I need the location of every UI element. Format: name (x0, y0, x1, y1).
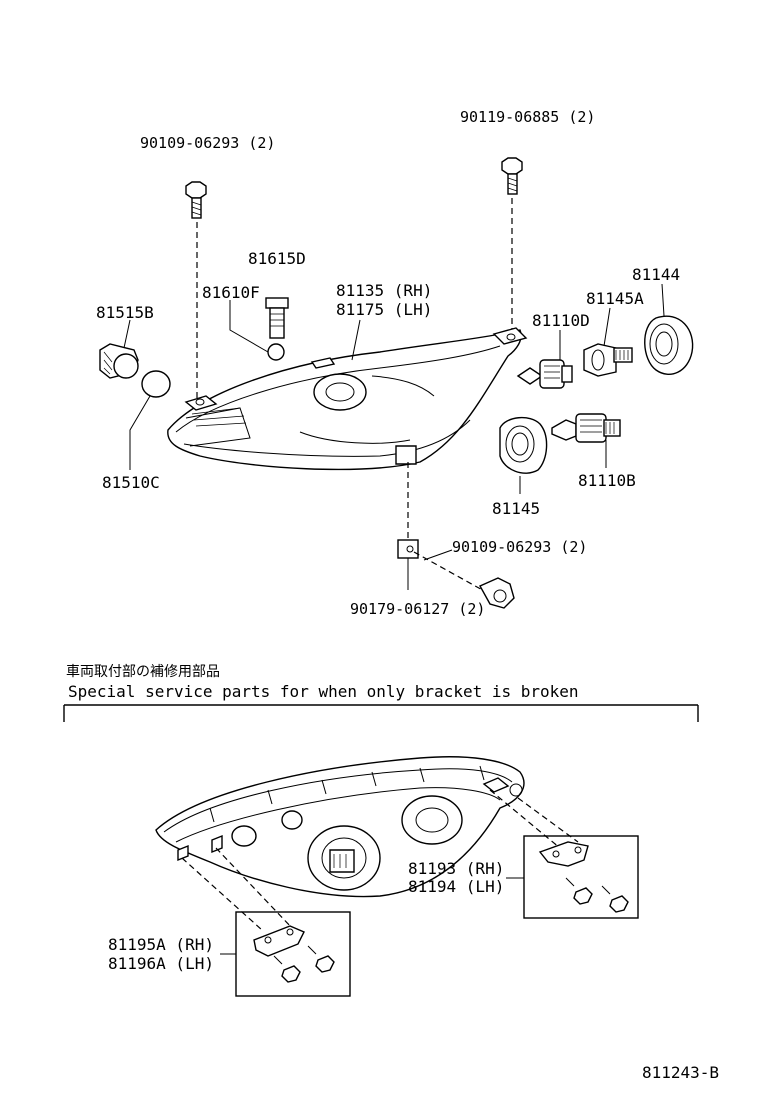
label-90109-06293-top: 90109-06293 (2) (140, 134, 275, 152)
label-81144: 81144 (632, 265, 680, 284)
bracket-box-81195a (235, 911, 351, 997)
label-90109-06293-bottom: 90109-06293 (2) (452, 538, 587, 556)
figure-code: 811243-B (642, 1063, 719, 1082)
bulb-81110b (551, 413, 621, 443)
screw-right-2 (601, 885, 629, 913)
socket-81145a (583, 343, 633, 377)
headlamp-housing (167, 327, 528, 471)
bulb-81615d (267, 343, 285, 361)
bolt-90109-top-left (185, 181, 207, 398)
bolt-90109-bottom (479, 577, 515, 609)
label-81610f: 81610F (202, 283, 260, 302)
socket-81515b (99, 343, 139, 379)
bulb-81510c (141, 370, 171, 398)
label-81175-lh: 81175 (LH) (336, 300, 432, 319)
label-81196a-lh: 81196A (LH) (108, 954, 214, 973)
label-81194-lh: 81194 (LH) (408, 877, 504, 896)
label-81135-rh: 81135 (RH) (336, 281, 432, 300)
socket-81610f (265, 297, 289, 339)
cap-81144 (644, 315, 694, 375)
label-81110b: 81110B (578, 471, 636, 490)
clip-nut-90179 (397, 539, 419, 590)
screw-left-2 (307, 945, 335, 973)
bulb-81110d (516, 359, 573, 389)
label-81195a-rh: 81195A (RH) (108, 935, 214, 954)
section-note-japanese: 車両取付部の補修用部品 (66, 663, 220, 680)
screw-right-1 (565, 877, 593, 905)
cap-81145 (499, 417, 548, 474)
bolt-90119-top-right (501, 157, 523, 330)
label-81145: 81145 (492, 499, 540, 518)
label-81510c: 81510C (102, 473, 160, 492)
section-bracket-line (63, 704, 699, 722)
label-81615d: 81615D (248, 249, 306, 268)
section-note-english: Special service parts for when only brac… (68, 682, 579, 701)
headlamp-rear-view (155, 756, 525, 898)
label-81145a: 81145A (586, 289, 644, 308)
label-81110d: 81110D (532, 311, 590, 330)
label-81515b: 81515B (96, 303, 154, 322)
screw-left-1 (273, 955, 301, 983)
label-81193-rh: 81193 (RH) (408, 859, 504, 878)
label-90179-06127: 90179-06127 (2) (350, 600, 485, 618)
label-90119-06885: 90119-06885 (2) (460, 108, 595, 126)
bracket-box-81193 (523, 835, 639, 919)
